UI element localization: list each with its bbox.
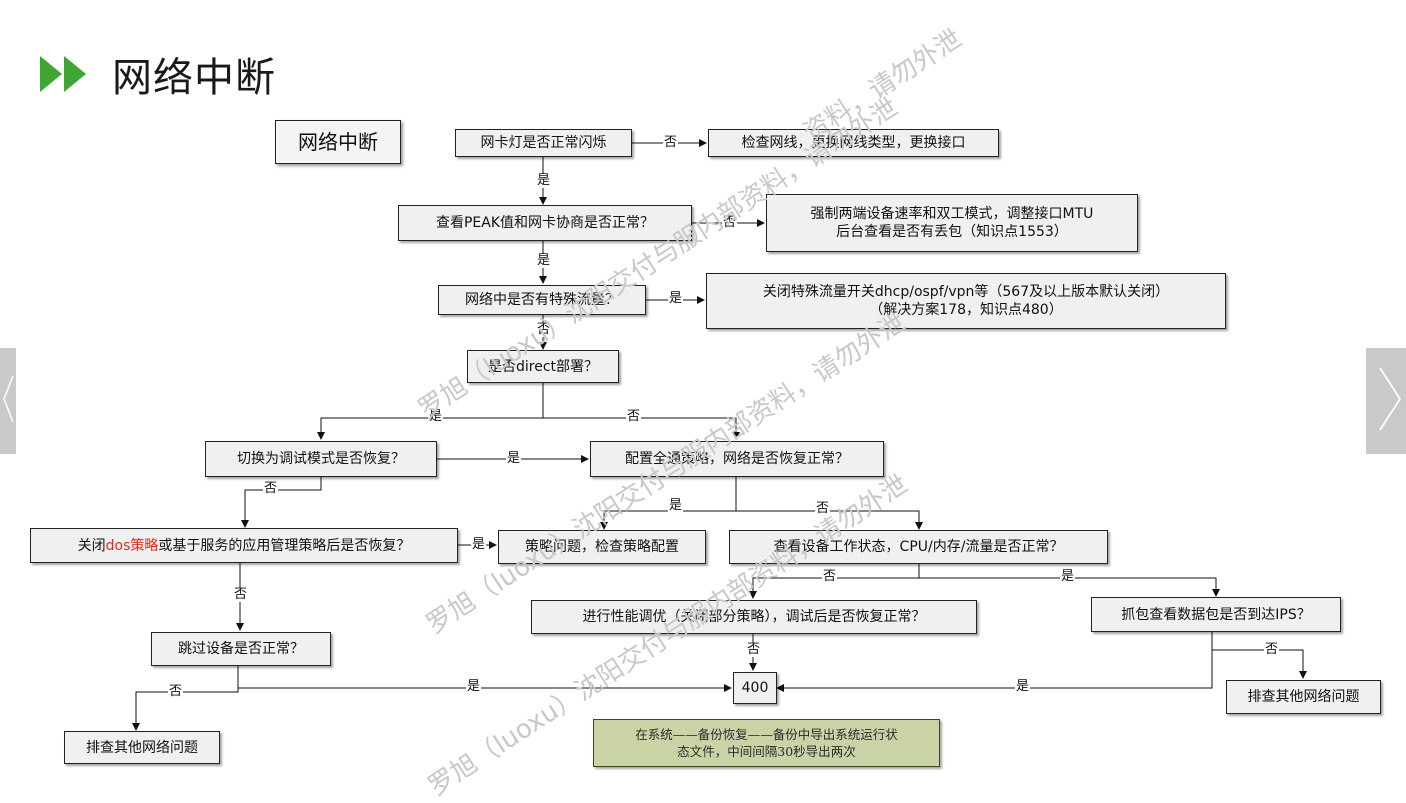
node-performance-tuning: 进行性能调优（关闭部分策略），调试后是否恢复正常？ [531,600,977,634]
note-line2: 态文件，中间间隔30秒导出两次 [677,744,856,759]
node-force-speed-duplex-line2: 后台查看是否有丢包（知识点1553） [836,224,1068,240]
note-line1: 在系统——备份恢复——备份中导出系统运行状 [635,727,898,742]
edge-label-yes: 是 [428,409,444,424]
diagram-label: 网络中断 [275,120,401,164]
node-disable-special-traffic: 关闭特殊流量开关dhcp/ospf/vpn等（567及以上版本默认关闭） （解决… [706,273,1226,329]
node-disable-special-traffic-line1: 关闭特殊流量开关dhcp/ospf/vpn等（567及以上版本默认关闭） [762,284,1170,300]
node-special-traffic: 网络中是否有特殊流量？ [438,285,646,315]
edge-label-no: 否 [1264,642,1280,657]
page-title: 网络中断 [112,55,276,101]
edge-label-yes: 是 [668,291,684,306]
edge-label-no: 否 [536,322,552,337]
node-debug-mode: 切换为调试模式是否恢复？ [205,441,437,477]
node-policy-issue: 策略问题，检查策略配置 [498,530,706,564]
node-capture-packets: 抓包查看数据包是否到达IPS？ [1091,597,1341,632]
note-export-status-file: 在系统——备份恢复——备份中导出系统运行状 态文件，中间间隔30秒导出两次 [593,719,940,767]
node-disable-dos-suffix: 或基于服务的应用管理策略后是否恢复？ [158,537,411,554]
edge-label-no: 否 [626,409,642,424]
chevron-right-icon [1366,346,1406,456]
node-peak-negotiation: 查看PEAK值和网卡协商是否正常？ [398,205,692,241]
node-other-network-issue-right: 排查其他网络问题 [1226,680,1381,714]
edge-label-yes: 是 [536,253,552,268]
node-disable-dos-prefix: 关闭 [77,537,106,554]
chevron-left-icon [0,346,16,456]
node-direct-deploy: 是否direct部署？ [467,350,619,383]
node-bypass-device: 跳过设备是否正常？ [151,632,331,666]
node-device-status: 查看设备工作状态，CPU/内存/流量是否正常？ [729,530,1108,564]
node-400: 400 [733,672,777,704]
prev-slide-button[interactable] [0,348,16,454]
edge-label-yes: 是 [1015,679,1031,694]
node-force-speed-duplex-line1: 强制两端设备速率和双工模式，调整接口MTU [810,206,1094,222]
node-other-network-issue-left: 排查其他网络问题 [64,731,220,764]
next-slide-button[interactable] [1366,348,1406,454]
edge-label-yes: 是 [471,537,487,552]
edge-label-yes: 是 [466,679,482,694]
edge-label-no: 否 [168,684,184,699]
edge-label-no: 否 [233,587,249,602]
node-check-cable: 检查网线，更换网线类型，更换接口 [708,129,999,157]
edge-label-no: 否 [722,215,738,230]
node-disable-dos-highlight: dos策略 [105,537,159,554]
page-title-bar: 网络中断 [38,44,276,104]
edge-label-yes: 是 [506,451,522,466]
edge-label-no: 否 [263,481,279,496]
edge-label-no: 否 [663,135,679,150]
edge-label-no: 否 [815,501,831,516]
edge-label-yes: 是 [536,173,552,188]
node-disable-special-traffic-line2: （解决方案178，知识点480） [869,302,1063,318]
edge-label-yes: 是 [668,498,684,513]
double-arrow-right-icon [38,52,90,96]
edge-label-yes: 是 [1060,569,1076,584]
node-nic-light-check: 网卡灯是否正常闪烁 [455,129,632,157]
edge-label-no: 否 [746,642,762,657]
edge-label-no: 否 [822,569,838,584]
node-force-speed-duplex: 强制两端设备速率和双工模式，调整接口MTU 后台查看是否有丢包（知识点1553） [766,194,1138,252]
node-allow-all-policy: 配置全通策略，网络是否恢复正常？ [590,441,884,477]
